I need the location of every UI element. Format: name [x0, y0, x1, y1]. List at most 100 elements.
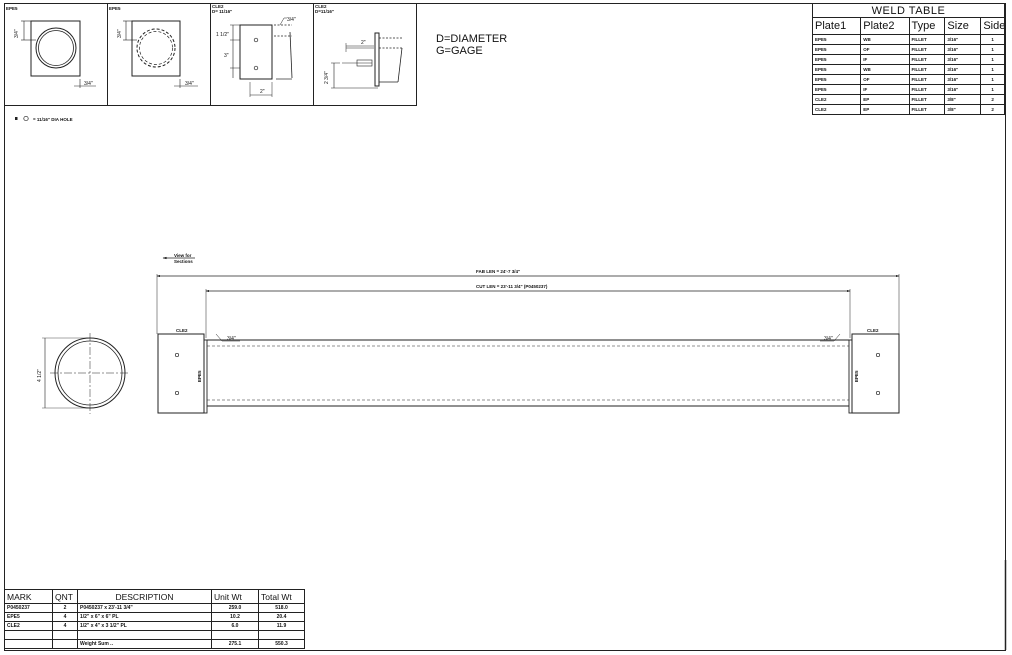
detail-3-subtitle: D= 11/16" — [212, 9, 232, 14]
right-clip-plate — [851, 333, 900, 414]
pipe-elevation: FAB LEN = 24'-7 3/4" CUT LEN = 23'-11 3/… — [156, 269, 900, 414]
bom-cell: 20.4 — [258, 612, 305, 622]
table-row-sum: Weight Sum .. 275.1 550.3 — [4, 639, 305, 649]
bom-cell: 2 — [52, 603, 78, 613]
weld-cell: FILLET — [908, 104, 946, 115]
view-label-2: Sections — [174, 259, 193, 264]
sheet-border — [4, 3, 1006, 651]
weld-cell: EP — [860, 94, 910, 105]
weld-cell: 3/8" — [944, 104, 982, 115]
section-dim: 4 1/2" — [37, 369, 43, 382]
detail-2-dim-b: 3/4" — [185, 81, 194, 87]
left-plate-label: EPE5 — [197, 370, 202, 382]
bom-cell: 10.2 — [211, 612, 259, 622]
weld-cell: FILLET — [908, 64, 946, 75]
bom-cell: EPE5 — [4, 612, 53, 622]
weld-cell: 1 — [980, 64, 1005, 75]
bom-cell: 1/2" x 6" x 6" PL — [77, 612, 212, 622]
weld-cell: 3/16" — [944, 54, 982, 65]
detail-3-dim-gage: 1 1/2" — [216, 32, 229, 38]
view-label-1: View for — [174, 253, 192, 258]
bom-cell: 259.0 — [211, 603, 259, 613]
detail-4-dim-a: 2" — [361, 40, 366, 46]
weld-cell: FILLET — [908, 94, 946, 105]
weld-cell: 1 — [980, 54, 1005, 65]
weld-cell: 3/16" — [944, 74, 982, 85]
detail-1-dim-b: 3/4" — [84, 81, 93, 87]
bom-cell: 518.0 — [258, 603, 305, 613]
detail-2-epe5: EPE5 3/4" 3/4" — [109, 6, 198, 88]
weld-cell: OF — [860, 74, 910, 85]
weld-cell: EPE5 — [811, 74, 862, 85]
weld-header-size: Size — [944, 17, 982, 35]
weld-header-type: Type — [908, 17, 946, 35]
weld-cell: WB — [860, 64, 910, 75]
weld-cell: FILLET — [908, 54, 946, 65]
bom-cell: P0450237 x 23'-11 3/4" — [77, 603, 212, 613]
bom-sum-label: Weight Sum .. — [77, 639, 212, 649]
bom-sum-unit: 275.1 — [211, 639, 259, 649]
weld-cell: EPE5 — [811, 34, 862, 45]
view-for-sections: View for Sections — [162, 253, 195, 264]
weld-cell: CLE2 — [811, 104, 862, 115]
weld-cell: IF — [860, 54, 910, 65]
weld-cell: FILLET — [908, 84, 946, 95]
weld-cell: 2 — [980, 104, 1005, 115]
detail-2-dim-a: 3/4" — [117, 29, 123, 38]
bom-cell: 6.0 — [211, 621, 259, 631]
weld-table: WELD TABLE Plate1 Plate2 Type Size Side … — [811, 3, 1005, 115]
bom-header-mark: MARK — [4, 589, 53, 604]
detail-2-title: EPE5 — [109, 6, 121, 11]
table-row-empty — [4, 630, 305, 640]
weld-cell: 2 — [980, 94, 1005, 105]
weld-cell: EPE5 — [811, 44, 862, 55]
bom-cell: P0450237 — [4, 603, 53, 613]
detail-4-cle2: CLE2 D=11/16" 2" 2 3/4" — [315, 4, 403, 89]
detail-4-title: CLE2 — [315, 4, 327, 9]
weld-cell: CLE2 — [811, 94, 862, 105]
bom-cell: 4 — [52, 612, 78, 622]
detail-3-dim-top: 3/4" — [287, 17, 296, 23]
weld-cell: 3/8" — [944, 94, 982, 105]
weld-table-title: WELD TABLE — [812, 3, 1005, 18]
detail-3-dim-bottom: 2" — [260, 89, 265, 95]
bom-header-unit-wt: Unit Wt — [211, 589, 259, 604]
weld-header-plate2: Plate2 — [860, 17, 910, 35]
bom-cell: CLE2 — [4, 621, 53, 631]
weld-cell: OF — [860, 44, 910, 55]
bom-header-description: DESCRIPTION — [77, 589, 212, 604]
hole-marker-icon — [15, 117, 18, 120]
weld-cell: 3/16" — [944, 84, 982, 95]
hole-note: = 11/16" DIA HOLE — [33, 117, 73, 122]
detail-3-cle2: CLE2 D= 11/16" 3/4" 1 1/2" 3" 2" — [212, 4, 296, 97]
weld-cell: FILLET — [908, 44, 946, 55]
cut-len: CUT LEN = 23'-11 3/4" (P0450237) — [476, 284, 548, 289]
weld-cell: 1 — [980, 84, 1005, 95]
weld-header-side: Side — [980, 17, 1005, 35]
weld-cell: EPE5 — [811, 54, 862, 65]
weld-cell: 1 — [980, 34, 1005, 45]
right-clip-label: CLE2 — [867, 328, 879, 333]
weld-cell: FILLET — [908, 34, 946, 45]
detail-3-dim-spacing: 3" — [224, 53, 229, 59]
bill-of-materials: MARK QNT DESCRIPTION Unit Wt Total Wt P0… — [4, 589, 305, 649]
legend-gage: G=GAGE — [436, 45, 483, 57]
bom-cell: 4 — [52, 621, 78, 631]
detail-3-title: CLE2 — [212, 4, 224, 9]
detail-4-subtitle: D=11/16" — [315, 9, 334, 14]
pipe-section-view: 4 1/2" — [37, 333, 130, 414]
detail-1-title: EPE5 — [6, 6, 18, 11]
bom-header-qnt: QNT — [52, 589, 78, 604]
bom-cell: 11.9 — [258, 621, 305, 631]
detail-panels — [4, 3, 417, 106]
